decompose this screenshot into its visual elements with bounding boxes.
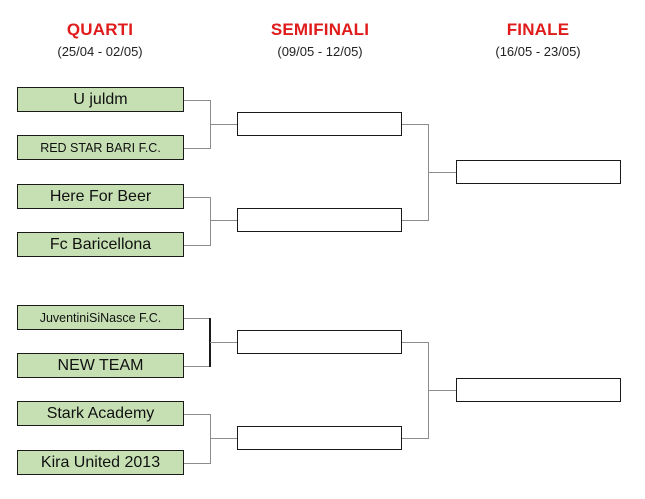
- quarter-team-4: Fc Baricellona: [17, 232, 184, 257]
- connector-line: [210, 414, 211, 464]
- semifinal-slot-2: [237, 208, 402, 232]
- connector-line: [428, 172, 456, 173]
- connector-line: [184, 366, 210, 367]
- quarter-team-2: RED STAR BARI F.C.: [17, 135, 184, 160]
- quarti-title: QUARTI: [66, 20, 134, 39]
- connector-line: [210, 438, 237, 439]
- finale-title: FINALE: [506, 20, 570, 39]
- connector-line: [184, 414, 210, 415]
- connector-line: [402, 342, 428, 343]
- final-slot-2: [456, 378, 621, 402]
- connector-line: [184, 197, 210, 198]
- semifinali-title: SEMIFINALI: [270, 20, 370, 39]
- connector-line: [210, 124, 237, 125]
- connector-line: [184, 148, 210, 149]
- quarter-team-8: Kira United 2013: [17, 450, 184, 475]
- connector-line: [402, 124, 428, 125]
- connector-line: [184, 318, 210, 319]
- connector-line: [210, 220, 237, 221]
- final-slot-1: [456, 160, 621, 184]
- finale-dates: (16/05 - 23/05): [495, 44, 581, 59]
- quarter-team-5: JuventiniSiNasce F.C.: [17, 305, 184, 330]
- quarter-team-1: U juldm: [17, 87, 184, 112]
- connector-line: [402, 438, 428, 439]
- semifinali-dates: (09/05 - 12/05): [277, 44, 363, 59]
- semifinal-slot-1: [237, 112, 402, 136]
- connector-line: [428, 390, 456, 391]
- quarter-team-7: Stark Academy: [17, 401, 184, 426]
- quarter-team-6: NEW TEAM: [17, 353, 184, 378]
- semifinal-slot-4: [237, 426, 402, 450]
- connector-line: [402, 220, 428, 221]
- connector-line: [184, 463, 210, 464]
- connector-line: [184, 245, 210, 246]
- connector-line: [210, 342, 237, 343]
- quarti-dates: (25/04 - 02/05): [57, 44, 143, 59]
- semifinal-slot-3: [237, 330, 402, 354]
- quarter-team-3: Here For Beer: [17, 184, 184, 209]
- connector-line: [184, 100, 210, 101]
- connector-line: [210, 197, 211, 246]
